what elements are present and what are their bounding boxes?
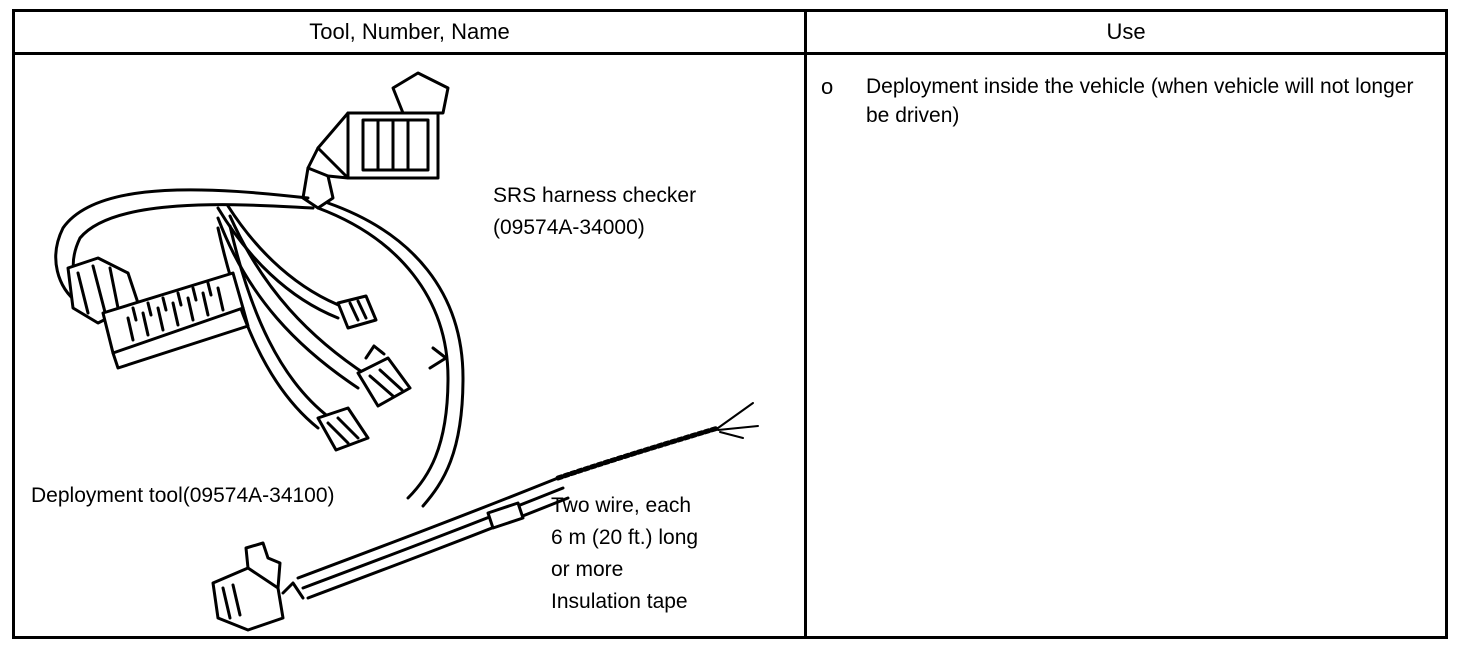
wire-note-line-3: or more [551,558,624,581]
small-connector-1 [336,294,378,330]
use-description: Deployment inside the vehicle (when vehi… [866,75,1414,127]
wire-note-line-4: Insulation tape [551,590,688,613]
header-use: Use [1106,19,1146,44]
long-cable [316,206,450,500]
top-connector-drawing [301,71,450,210]
harness-checker-name: SRS harness checker [493,184,697,207]
branch-cable-1 [216,206,340,320]
header-tool-number-name: Tool, Number, Name [309,19,510,44]
tool-table: Tool, Number, Name Use [12,9,1448,639]
small-connector-2 [356,344,412,408]
use-bullet: o [821,74,834,99]
harness-illustration [54,71,759,632]
deployment-tool-drawing [211,402,759,632]
deployment-tool-label: Deployment tool(09574A-34100) [31,484,335,507]
harness-checker-number: (09574A-34000) [493,216,645,239]
small-connector-3 [316,406,370,452]
branch-cable-2 [216,216,360,390]
left-block-connector [66,256,250,370]
branch-cable-3 [216,226,320,430]
header-divider [15,52,1445,55]
harness-loop [54,188,310,305]
wire-note-line-1: Two wire, each [551,494,692,517]
column-divider [804,12,807,636]
wire-note-line-2: 6 m (20 ft.) long [551,526,699,549]
